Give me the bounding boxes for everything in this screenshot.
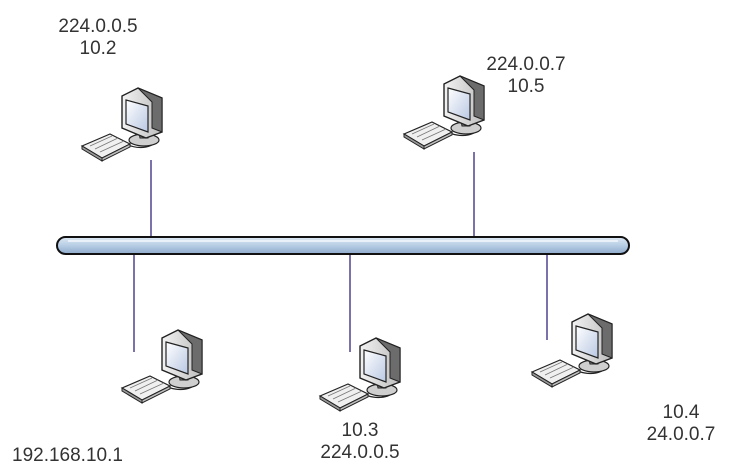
node-label-line: 10.2 [79,38,117,59]
node-label-top-right: 224.0.0.7 10.5 [466,54,586,98]
network-bus [56,236,630,255]
desktop-computer-icon [531,313,613,388]
node-label-line: 192.168.10.1 [12,445,123,466]
node-label-bottom-middle: 10.3 224.0.0.5 [300,420,420,464]
node-label-line: 10.3 [341,420,379,441]
computer-bottom-middle [319,337,401,412]
desktop-computer-icon [81,87,163,162]
node-label-top-left: 224.0.0.5 10.2 [38,16,158,60]
node-label-line: 224.0.0.7 [486,54,566,75]
node-label-line: 24.0.0.7 [646,424,716,445]
computer-top-left [81,87,163,162]
node-label-line: 224.0.0.5 [320,442,400,463]
node-label-line: 224.0.0.5 [58,16,138,37]
desktop-computer-icon [319,337,401,412]
node-label-line: 10.5 [507,76,545,97]
computer-bottom-right [531,313,613,388]
node-label-bottom-left: 192.168.10.1 [12,445,152,467]
drop-lines [133,152,548,352]
node-label-bottom-right: 10.4 24.0.0.7 [626,402,736,446]
node-label-line: 10.4 [662,402,700,423]
